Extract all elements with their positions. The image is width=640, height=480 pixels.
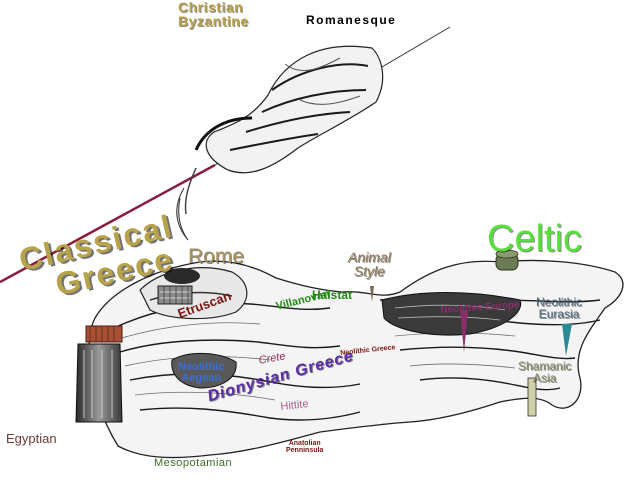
- neolithic-eurasia-line1: Neolithic: [536, 295, 583, 309]
- celtic-drum-model: [495, 249, 519, 271]
- shamanic-marker: [527, 377, 537, 417]
- neolithic-aegean-line1: Neolithic: [178, 361, 225, 373]
- neolithic-aegean-label: Neolithic Aegean: [178, 362, 224, 384]
- egyptian-label: Egyptian: [6, 431, 57, 446]
- halstat-label: Halstat: [312, 288, 353, 302]
- neolithic-eurasia-marker: [562, 324, 572, 356]
- celtic-label: Celtic: [487, 218, 583, 260]
- style-text: Style: [353, 263, 385, 279]
- anatolian-line2: Penninsula: [286, 447, 324, 454]
- main-terrain: [75, 249, 624, 459]
- christian-byzantine-label: Christian Byzantine: [178, 0, 249, 28]
- neolithic-eurasia-line2: Eurasia: [538, 307, 580, 321]
- neolithic-europe-marker: [460, 310, 468, 352]
- anatolian-label: Anatolian Penninsula: [286, 440, 323, 454]
- neolithic-aegean-line2: Aegean: [181, 372, 222, 384]
- animal-text: Animal: [348, 249, 391, 265]
- egyptian-plinth: [75, 343, 123, 423]
- upper-ribbon-terrain: [176, 45, 384, 241]
- mesopotamian-label: Mesopotamian: [154, 457, 233, 469]
- colosseum-model: [157, 285, 193, 305]
- shamanic-asia-label: Shamanic Asia: [518, 360, 571, 384]
- animal-style-label: Animal Style: [348, 250, 391, 278]
- byzantine-text: Byzantine: [178, 13, 249, 29]
- christian-text: Christian: [178, 0, 244, 15]
- anatolian-line1: Anatolian: [288, 440, 321, 447]
- shamanic-line1: Shamanic: [518, 359, 572, 373]
- animal-style-marker: [370, 286, 374, 302]
- rome-label: Rome: [188, 245, 245, 268]
- neolithic-eurasia-label: Neolithic Eurasia: [536, 296, 582, 320]
- romanesque-label: Romanesque: [306, 13, 397, 27]
- greek-temple-model: [85, 325, 123, 343]
- shamanic-line2: Asia: [533, 371, 557, 385]
